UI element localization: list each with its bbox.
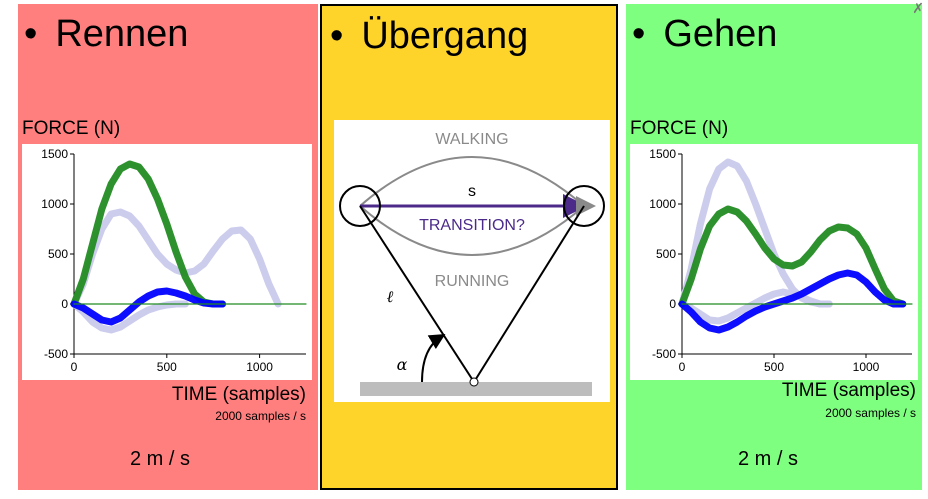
panel-title: • Rennen xyxy=(24,12,188,56)
y-tick-label: 0 xyxy=(61,297,68,311)
y-tick-label: 1000 xyxy=(41,197,68,211)
s-label: s xyxy=(468,183,476,200)
series-line xyxy=(678,205,907,308)
transition-title: Übergang xyxy=(361,15,529,57)
force-axis-label: FORCE (N) xyxy=(630,118,729,139)
gait-transition-diagram: WALKING s TRANSITION? RUNNING ℓ α xyxy=(334,120,610,402)
diagram-svg: WALKING s TRANSITION? RUNNING ℓ α xyxy=(339,131,605,396)
force-axis-label: FORCE (N) xyxy=(22,118,121,139)
angle-arrow xyxy=(421,333,446,383)
series-line xyxy=(70,208,282,308)
time-axis-label: TIME (samples) xyxy=(171,384,306,405)
x-tick-label: 500 xyxy=(157,360,177,374)
running-arc xyxy=(359,205,585,256)
leg-length-label: ℓ xyxy=(387,287,394,306)
transition-panel: • Übergang WALKING s TRANSITION? RUNNING … xyxy=(320,4,618,490)
corner-mark-icon: ✗ xyxy=(912,0,924,16)
y-tick-label: 1500 xyxy=(649,147,676,161)
y-tick-label: -500 xyxy=(44,347,68,361)
x-tick-label: 0 xyxy=(679,360,686,374)
x-tick-label: 500 xyxy=(764,360,784,374)
bullet: • xyxy=(632,13,646,55)
speed-label: 2 m / s xyxy=(130,448,191,470)
series-line xyxy=(70,287,226,326)
walking-arc xyxy=(359,156,585,207)
series-line xyxy=(70,160,226,308)
running-label: RUNNING xyxy=(435,273,510,290)
y-tick-label: 1500 xyxy=(41,147,68,161)
walking-title: Gehen xyxy=(663,13,778,55)
bullet: • xyxy=(330,15,344,57)
bullet: • xyxy=(24,13,38,55)
series-line xyxy=(678,288,833,325)
left-leg-line xyxy=(359,205,475,383)
x-tick-label: 0 xyxy=(71,360,78,374)
y-tick-label: 500 xyxy=(656,247,676,261)
time-axis-label: TIME (samples) xyxy=(781,380,916,401)
ground-bar xyxy=(360,382,592,396)
x-tick-label: 1000 xyxy=(853,360,880,374)
series-line xyxy=(70,300,189,334)
x-tick-label: 1000 xyxy=(246,360,273,374)
sampling-rate-label: 2000 samples / s xyxy=(215,409,306,423)
speed-label: 2 m / s xyxy=(738,448,799,470)
sampling-rate-label: 2000 samples / s xyxy=(825,406,916,420)
running-title: Rennen xyxy=(55,13,189,55)
y-tick-label: 1000 xyxy=(649,197,676,211)
transition-label: TRANSITION? xyxy=(419,217,525,234)
angle-label: α xyxy=(397,355,408,374)
panel-title: • Gehen xyxy=(632,12,777,56)
series-line xyxy=(678,269,907,334)
y-tick-label: 500 xyxy=(48,247,68,261)
right-foot-circle xyxy=(563,185,605,227)
y-tick-label: -500 xyxy=(652,347,676,361)
walking-label: WALKING xyxy=(435,131,508,148)
left-foot-circle xyxy=(339,185,381,227)
panel-title: • Übergang xyxy=(330,14,528,58)
pivot-point xyxy=(469,377,479,387)
y-tick-label: 0 xyxy=(669,297,676,311)
right-leg-line xyxy=(473,205,585,383)
